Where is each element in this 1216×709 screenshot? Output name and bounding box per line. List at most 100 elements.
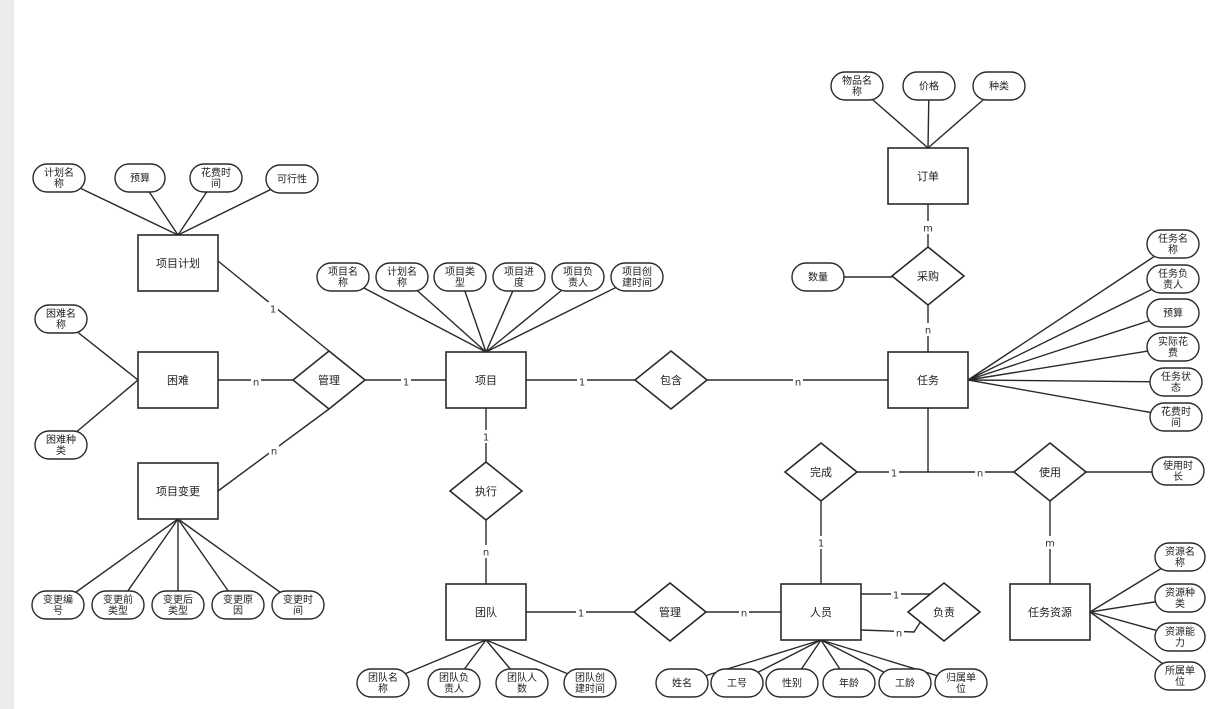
attribute-oval	[91, 590, 145, 620]
relationship-purchase[interactable]: 采购	[890, 245, 966, 307]
entity-label: 订单	[917, 170, 939, 183]
attribute-oval	[34, 430, 88, 460]
cardinality-bg	[401, 375, 411, 388]
entity-project[interactable]: 项目	[445, 351, 527, 409]
attribute-label: 花费时	[201, 166, 231, 179]
attribute-a-kind[interactable]: 种类	[972, 71, 1026, 101]
entity-person[interactable]: 人员	[780, 583, 862, 641]
cardinality-c-resp-top: 1	[891, 588, 901, 602]
attribute-label: 类型	[108, 604, 128, 617]
attribute-oval	[31, 590, 85, 620]
cardinality-bg	[816, 536, 826, 549]
attribute-a-price[interactable]: 价格	[902, 71, 956, 101]
cardinality-text: n	[271, 447, 277, 458]
relationship-contain[interactable]: 包含	[633, 349, 709, 411]
relationship-complete[interactable]: 完成	[783, 441, 859, 503]
attribute-link	[57, 518, 179, 606]
relationship-label: 包含	[660, 373, 682, 387]
responsible-link	[860, 620, 922, 633]
relationship-manage-team[interactable]: 管理	[632, 581, 708, 643]
entity-resource[interactable]: 任务资源	[1009, 583, 1091, 641]
attribute-a-plan-feas[interactable]: 可行性	[265, 164, 319, 194]
entity-order[interactable]: 订单	[887, 147, 969, 205]
attribute-oval	[495, 668, 549, 698]
attribute-label: 使用时	[1163, 459, 1193, 472]
entity-difficulty[interactable]: 困难	[137, 351, 219, 409]
relationship-execute[interactable]: 执行	[448, 460, 524, 522]
entity-change[interactable]: 项目变更	[137, 462, 219, 520]
attribute-link	[967, 243, 1174, 381]
cardinality-bg	[739, 606, 749, 619]
cardinality-bg	[251, 375, 261, 388]
relationship-manage-plan[interactable]: 管理	[291, 349, 367, 411]
attribute-a-qty[interactable]: 数量	[791, 262, 845, 292]
attribute-oval	[1151, 456, 1205, 486]
cardinality-text: 1	[891, 469, 897, 480]
attribute-link	[967, 379, 1177, 383]
attribute-a-plan-budget[interactable]: 预算	[114, 163, 166, 193]
entity-team[interactable]: 团队	[445, 583, 527, 641]
attribute-label: 变更前	[103, 593, 133, 606]
entity-box	[137, 234, 219, 292]
attribute-label: 称	[378, 682, 388, 695]
attribute-a-p-no[interactable]: 工号	[710, 668, 764, 698]
relationship-responsible[interactable]: 负责	[906, 581, 982, 643]
attribute-label: 团队名	[368, 671, 398, 684]
cardinality-bg	[923, 221, 933, 234]
cardinality-text: 1	[270, 305, 276, 316]
attribute-link	[967, 379, 1177, 418]
attribute-a-p-gender[interactable]: 性别	[765, 668, 819, 698]
attribute-label: 间	[1171, 416, 1181, 429]
cardinality-text: m	[923, 224, 933, 235]
attribute-oval	[655, 668, 709, 698]
attribute-a-p-age[interactable]: 年龄	[822, 668, 876, 698]
attribute-label: 资源能	[1165, 625, 1195, 638]
attribute-a-p-years[interactable]: 工龄	[878, 668, 932, 698]
relationship-use[interactable]: 使用	[1012, 441, 1088, 503]
entity-plan[interactable]: 项目计划	[137, 234, 219, 292]
entity-box	[887, 351, 969, 409]
entity-label: 项目计划	[156, 257, 200, 270]
attribute-a-task-budget[interactable]: 预算	[1146, 298, 1200, 328]
cardinality-bg	[481, 545, 491, 558]
attribute-label: 花费时	[1161, 405, 1191, 418]
attribute-a-p-name[interactable]: 姓名	[655, 668, 709, 698]
attribute-oval	[34, 304, 88, 334]
attribute-oval	[710, 668, 764, 698]
attribute-oval	[211, 590, 265, 620]
cardinality-text: 1	[578, 609, 584, 620]
entity-task[interactable]: 任务	[887, 351, 969, 409]
attribute-oval	[791, 262, 845, 292]
